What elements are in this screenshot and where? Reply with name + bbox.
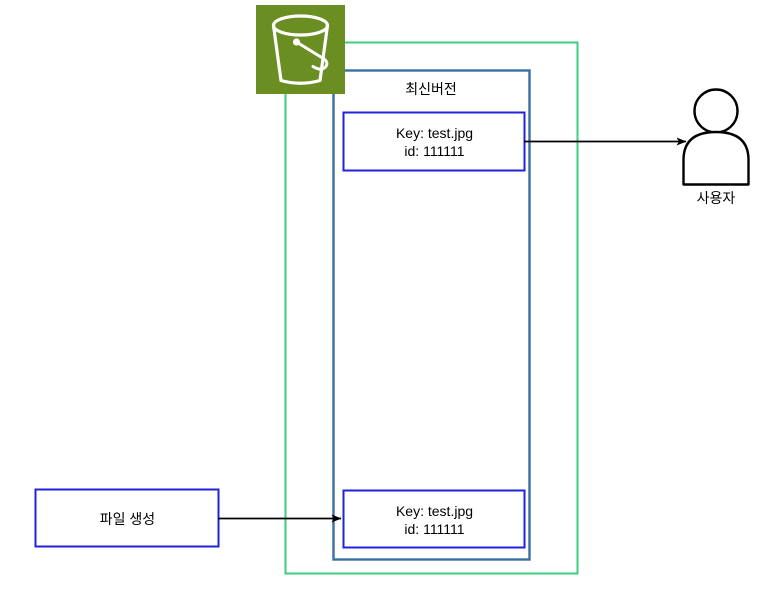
stored-object-text: Key: test.jpg id: 111111	[343, 490, 526, 549]
stored-object-id: id: 111111	[404, 520, 465, 537]
s3-bucket-icon	[256, 5, 345, 94]
file-create-box-text: 파일 생성	[35, 489, 220, 548]
user-actor-label: 사용자	[696, 190, 736, 206]
file-create-box-label: 파일 생성	[99, 510, 156, 527]
user-actor-icon	[682, 88, 750, 186]
bucket-contents-group	[332, 69, 531, 561]
latest-version-object-id: id: 111111	[404, 143, 465, 159]
stored-object-key: Key: test.jpg	[395, 502, 474, 519]
bucket-contents-group-label: 최신버전	[405, 81, 457, 97]
latest-version-object-text: Key: test.jpg id: 111111	[343, 112, 526, 172]
latest-version-object	[342, 111, 526, 172]
versioning-scope-group	[284, 41, 579, 575]
latest-version-object-key: Key: test.jpg	[395, 125, 474, 141]
stored-object	[342, 489, 526, 549]
